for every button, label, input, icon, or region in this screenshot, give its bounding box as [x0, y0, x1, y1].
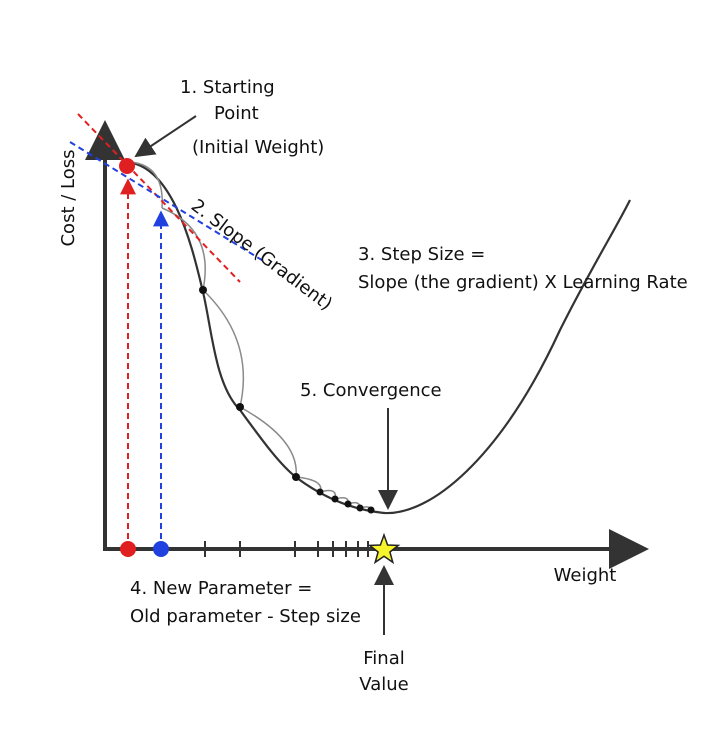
step-size-label-line1: 3. Step Size =: [358, 244, 485, 265]
final-value-label-line1: Final: [363, 648, 404, 669]
starting-point-marker: [119, 158, 135, 174]
y-axis-label: Cost / Loss: [58, 149, 79, 246]
blue-tangent-line: [69, 141, 266, 263]
starting-point-arrow: [134, 115, 197, 158]
final-value-label-line2: Value: [359, 674, 408, 695]
initial-weight-label: (Initial Weight): [192, 137, 324, 158]
new-parameter-label-line1: 4. New Parameter =: [130, 578, 312, 599]
convergence-label: 5. Convergence: [300, 380, 442, 401]
step-points: [199, 286, 375, 514]
blue-axis-point: [153, 541, 169, 557]
new-parameter-label-line2: Old parameter - Step size: [130, 606, 361, 627]
final-value-star-icon: [367, 532, 401, 565]
x-axis-ticks: [204, 541, 369, 557]
red-tangent-line: [77, 113, 241, 283]
red-axis-point: [120, 541, 136, 557]
starting-point-label-line2: Point: [214, 103, 259, 124]
x-axis-label: Weight: [554, 565, 617, 586]
starting-point-label-line1: 1. Starting: [180, 77, 275, 98]
step-arcs: [129, 161, 372, 511]
step-size-label-line2: Slope (the gradient) X Learning Rate: [358, 272, 688, 293]
